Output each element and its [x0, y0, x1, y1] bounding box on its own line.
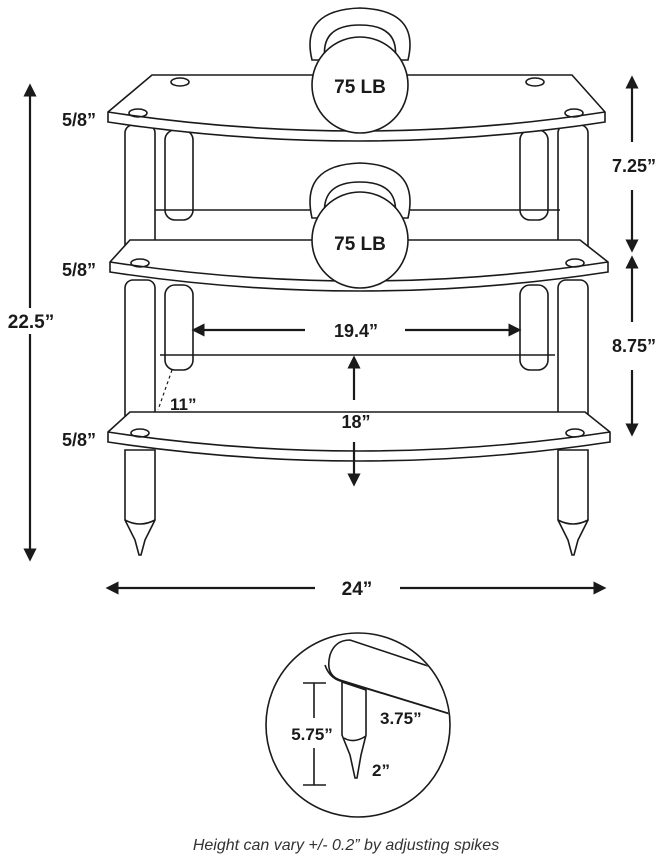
spike-right [557, 449, 589, 556]
kettlebell-top-icon: 75 LB [309, 7, 411, 134]
depth-guide [157, 369, 173, 411]
top-gap-label: 7.25” [612, 156, 656, 176]
total-width-label: 24” [342, 579, 373, 600]
weight-label-top: 75 LB [334, 77, 386, 98]
thickness-label-top: 5/8” [62, 110, 96, 130]
front-posts [124, 124, 589, 441]
spike-detail [265, 632, 451, 818]
back-post-right-upper [519, 129, 549, 221]
back-posts [164, 129, 549, 371]
spike-tip-label: 2” [372, 761, 390, 780]
weight-label-middle: 75 LB [334, 234, 386, 255]
inner-width-label: 19.4” [334, 321, 378, 341]
thickness-label-bottom: 5/8” [62, 430, 96, 450]
caption: Height can vary +/- 0.2” by adjusting sp… [193, 837, 499, 854]
back-post-left-lower [164, 284, 194, 371]
back-post-left-upper [164, 129, 194, 221]
kettlebell-middle-icon: 75 LB [309, 162, 411, 289]
spike-left [124, 449, 156, 556]
depth-label: 11” [170, 395, 196, 414]
spike-total-label: 5.75” [291, 725, 333, 744]
bottom-gap-label: 18” [341, 412, 370, 432]
back-post-right-lower [519, 284, 549, 371]
shelf-bottom [107, 354, 611, 462]
middle-gap-label: 8.75” [612, 336, 656, 356]
total-height-label: 22.5” [8, 312, 54, 333]
thickness-label-middle: 5/8” [62, 260, 96, 280]
spike-leg-label: 3.75” [380, 709, 422, 728]
spikes [124, 449, 589, 556]
